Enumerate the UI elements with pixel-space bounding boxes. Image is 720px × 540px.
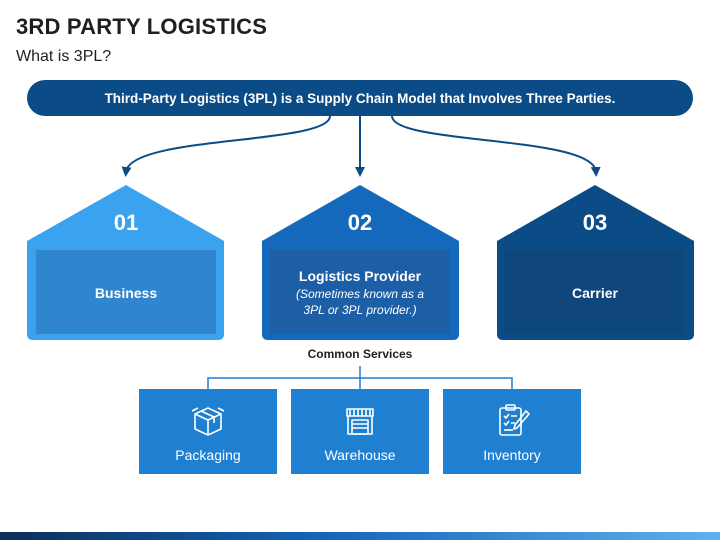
warehouse-icon (346, 408, 374, 435)
service-label: Packaging (175, 447, 241, 463)
bottom-accent-bar (0, 532, 720, 540)
party-number-2: 02 (347, 210, 373, 235)
party-label: Logistics Provider (298, 268, 422, 284)
party-sublabel: (Sometimes known as a 3PL or 3PL provide… (295, 287, 425, 317)
definition-banner: Third-Party Logistics (3PL) is a Supply … (27, 80, 693, 116)
party-number-3: 03 (582, 210, 608, 235)
service-label: Inventory (483, 447, 541, 463)
house-business (27, 185, 224, 340)
party-card-provider: Logistics Provider (Sometimes known as a… (270, 250, 450, 336)
clipboard-icon (499, 404, 530, 436)
banner-text: Third-Party Logistics (3PL) is a Supply … (104, 90, 616, 106)
service-warehouse: Warehouse (291, 389, 429, 474)
page-title: 3RD PARTY LOGISTICS (16, 14, 268, 39)
party-label: Business (94, 285, 158, 301)
common-services-label: Common Services (307, 347, 413, 361)
party-card-business: Business (36, 250, 216, 336)
party-card-carrier: Carrier (505, 250, 685, 336)
arrow-to-carrier (391, 115, 601, 177)
house-provider (262, 185, 459, 340)
service-inventory: Inventory (443, 389, 581, 474)
page-subtitle: What is 3PL? (16, 48, 112, 65)
service-label: Warehouse (324, 447, 396, 463)
service-packaging: Packaging (139, 389, 277, 474)
party-label: Carrier (572, 285, 618, 301)
package-icon (191, 407, 225, 436)
services-connector (207, 366, 513, 389)
house-carrier (497, 185, 694, 340)
arrow-to-business (121, 115, 331, 177)
party-number-1: 01 (113, 210, 139, 235)
